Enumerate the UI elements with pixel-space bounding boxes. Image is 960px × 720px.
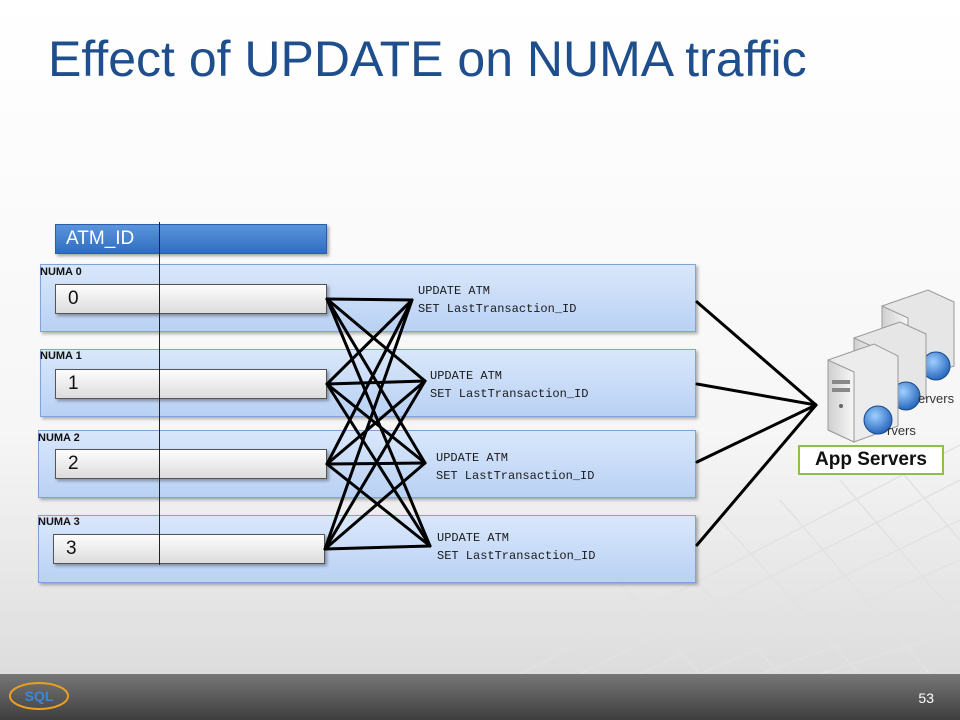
page-title: Effect of UPDATE on NUMA traffic <box>48 31 807 87</box>
server-tower <box>827 343 899 443</box>
sql-line: UPDATE ATM <box>418 284 491 298</box>
app-servers-label: App Servers <box>798 445 944 475</box>
server-caption: ervers <box>918 391 955 406</box>
numa-node-label: NUMA 3 <box>38 516 80 528</box>
sql-statement: UPDATE ATM SET LastTransaction_ID <box>430 367 588 403</box>
sql-statement: UPDATE ATM SET LastTransaction_ID <box>418 282 576 318</box>
numa-node-label: NUMA 0 <box>40 266 82 278</box>
sql-line: UPDATE ATM <box>436 451 509 465</box>
sql-line: UPDATE ATM <box>430 369 503 383</box>
atm-id-column-header: ATM_ID <box>55 224 327 254</box>
numa-node-label: NUMA 1 <box>40 350 82 362</box>
app-server-icon <box>827 289 955 443</box>
atm-row-3: 3 <box>53 534 325 564</box>
atm-row-1: 1 <box>55 369 327 399</box>
sql-line: UPDATE ATM <box>437 531 510 545</box>
sql-line: SET LastTransaction_ID <box>436 469 595 483</box>
sql-statement: UPDATE ATM SET LastTransaction_ID <box>437 529 595 565</box>
atm-row-0: 0 <box>55 284 327 314</box>
sql-line: SET LastTransaction_ID <box>430 387 589 401</box>
numa-node-label: NUMA 2 <box>38 432 80 444</box>
server-caption: rvers <box>887 423 916 438</box>
sql-statement: UPDATE ATM SET LastTransaction_ID <box>436 449 594 485</box>
sql-line: SET LastTransaction_ID <box>418 302 577 316</box>
page-number: 53 <box>918 690 934 706</box>
footer-bar <box>0 674 960 720</box>
company-logo: SQL <box>9 682 69 710</box>
logo-text: SQL <box>25 688 54 704</box>
sql-line: SET LastTransaction_ID <box>437 549 596 563</box>
column-divider-line <box>159 222 160 565</box>
atm-row-2: 2 <box>55 449 327 479</box>
